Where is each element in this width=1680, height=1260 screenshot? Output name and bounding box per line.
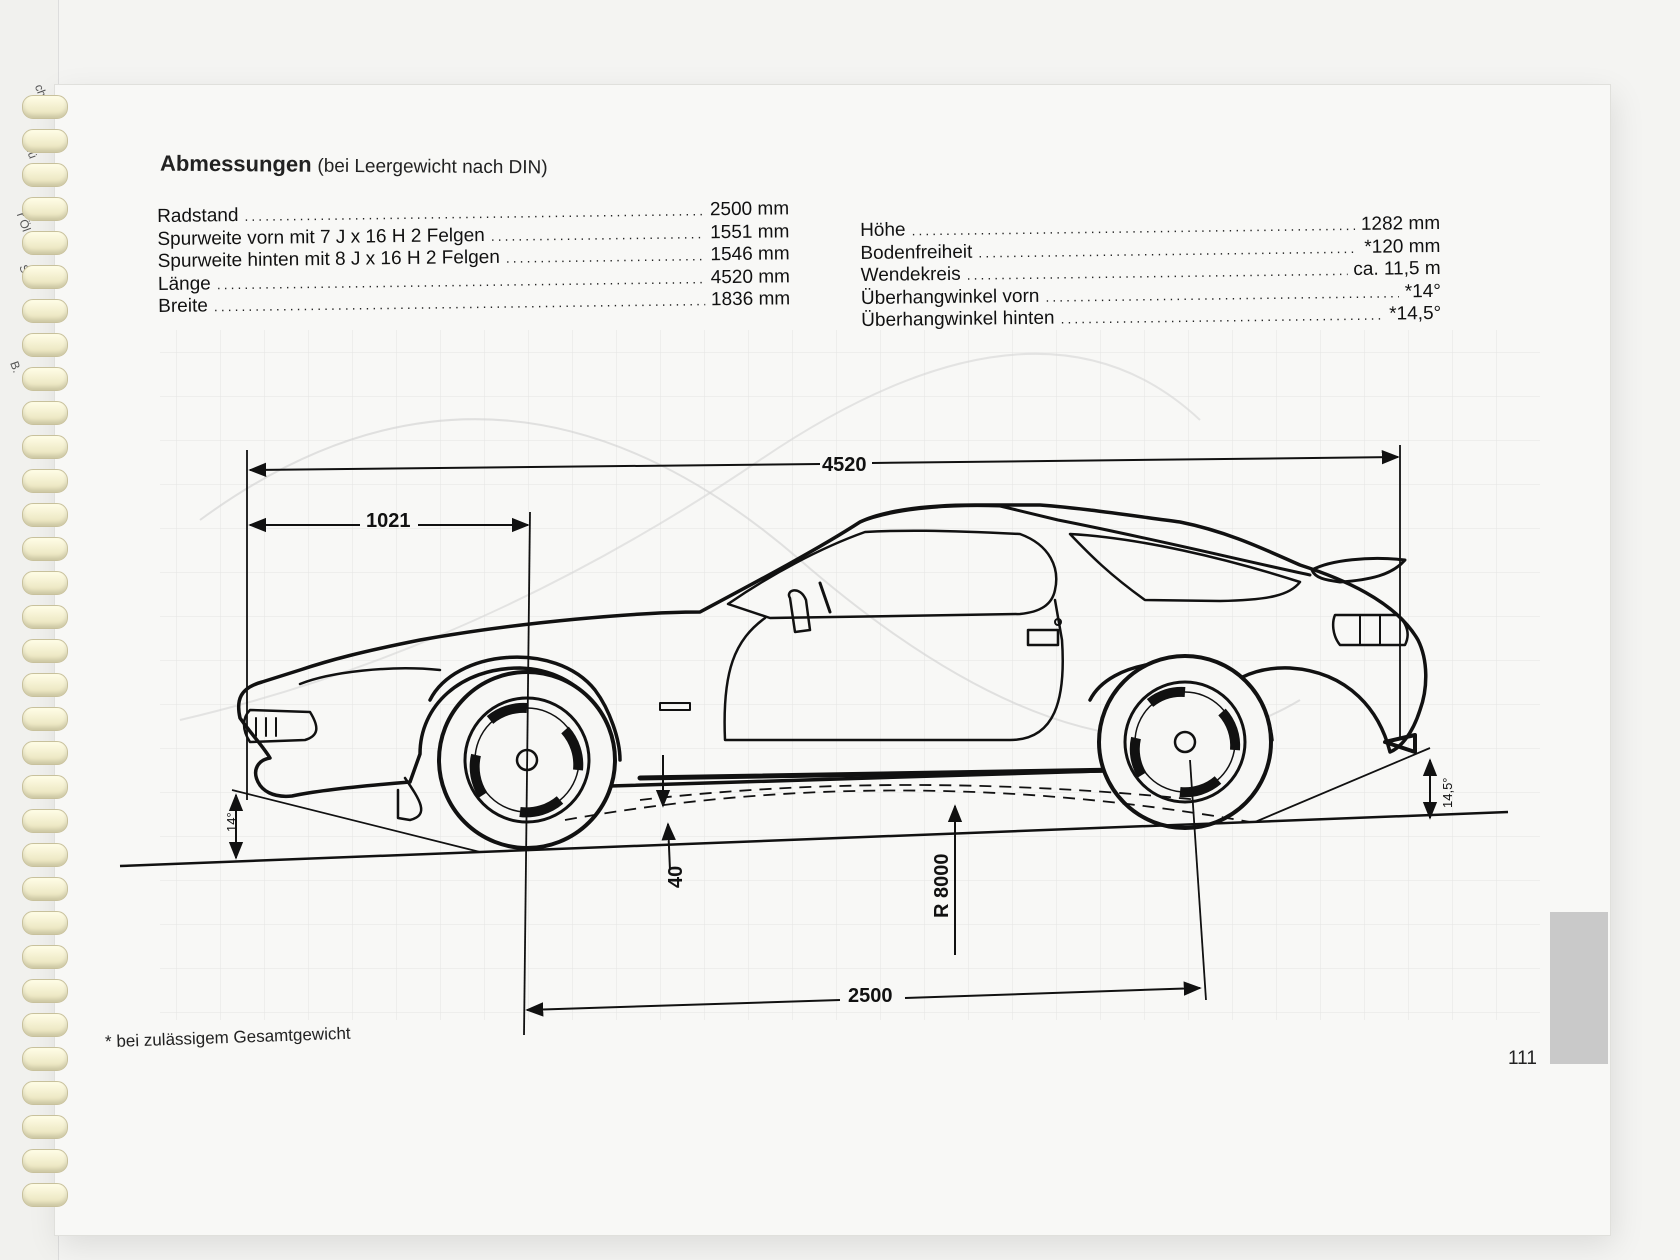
spiral-ring xyxy=(22,877,68,901)
spiral-ring xyxy=(22,537,68,561)
spiral-ring xyxy=(22,843,68,867)
overhang-angle-lines xyxy=(231,747,1431,853)
spiral-ring xyxy=(22,1149,68,1173)
spiral-ring xyxy=(22,673,68,697)
spiral-ring xyxy=(22,469,68,493)
spiral-ring xyxy=(22,707,68,731)
spiral-ring xyxy=(22,775,68,799)
spiral-ring xyxy=(22,1047,68,1071)
ground-line xyxy=(119,810,1509,868)
front-overhang-dimension: 1021 xyxy=(248,510,530,533)
spiral-ring xyxy=(22,299,68,323)
spiral-ring xyxy=(22,401,68,425)
spiral-ring xyxy=(22,95,68,119)
spiral-ring xyxy=(22,333,68,357)
page-number: 111 xyxy=(1508,1048,1537,1069)
spiral-ring xyxy=(22,163,68,187)
spiral-ring xyxy=(22,1081,68,1105)
car-silhouette xyxy=(236,503,1428,822)
spiral-ring xyxy=(22,639,68,663)
spiral-ring xyxy=(22,231,68,255)
spiral-ring xyxy=(22,1183,68,1207)
wheelbase-dimension: 2500 xyxy=(525,981,1202,1017)
spiral-ring xyxy=(22,571,68,595)
spiral-ring xyxy=(22,435,68,459)
front-overhang-label: 1021 xyxy=(366,510,411,532)
extension-lines xyxy=(246,445,1401,1036)
length-dimension: 4520 xyxy=(248,449,1400,478)
clearance-label: 40 xyxy=(665,866,687,888)
radius-label: R 8000 xyxy=(931,854,953,919)
spiral-ring xyxy=(22,129,68,153)
spiral-ring xyxy=(22,605,68,629)
spiral-ring xyxy=(22,809,68,833)
spiral-ring xyxy=(22,503,68,527)
spiral-ring xyxy=(22,367,68,391)
front-angle-dimension: 14° xyxy=(224,793,244,860)
spiral-ring xyxy=(22,741,68,765)
spiral-ring xyxy=(22,911,68,935)
spiral-ring xyxy=(22,265,68,289)
front-angle-label: 14° xyxy=(224,812,239,832)
rear-angle-label: 14,5° xyxy=(1440,777,1455,808)
spiral-ring xyxy=(22,197,68,221)
spiral-binding xyxy=(22,95,82,1215)
spiral-ring xyxy=(22,1115,68,1139)
section-tab xyxy=(1550,912,1608,1064)
rear-wheel xyxy=(1097,654,1273,830)
spiral-ring xyxy=(22,1013,68,1037)
radius-dimension: R 8000 xyxy=(931,804,963,955)
spiral-ring xyxy=(22,979,68,1003)
wheelbase-label: 2500 xyxy=(848,985,893,1007)
length-label: 4520 xyxy=(822,454,867,476)
rear-angle-dimension: 14,5° xyxy=(1422,758,1455,820)
clearance-dimension: 40 xyxy=(655,755,687,888)
show-through-grid xyxy=(160,330,1540,1020)
spiral-ring xyxy=(22,945,68,969)
